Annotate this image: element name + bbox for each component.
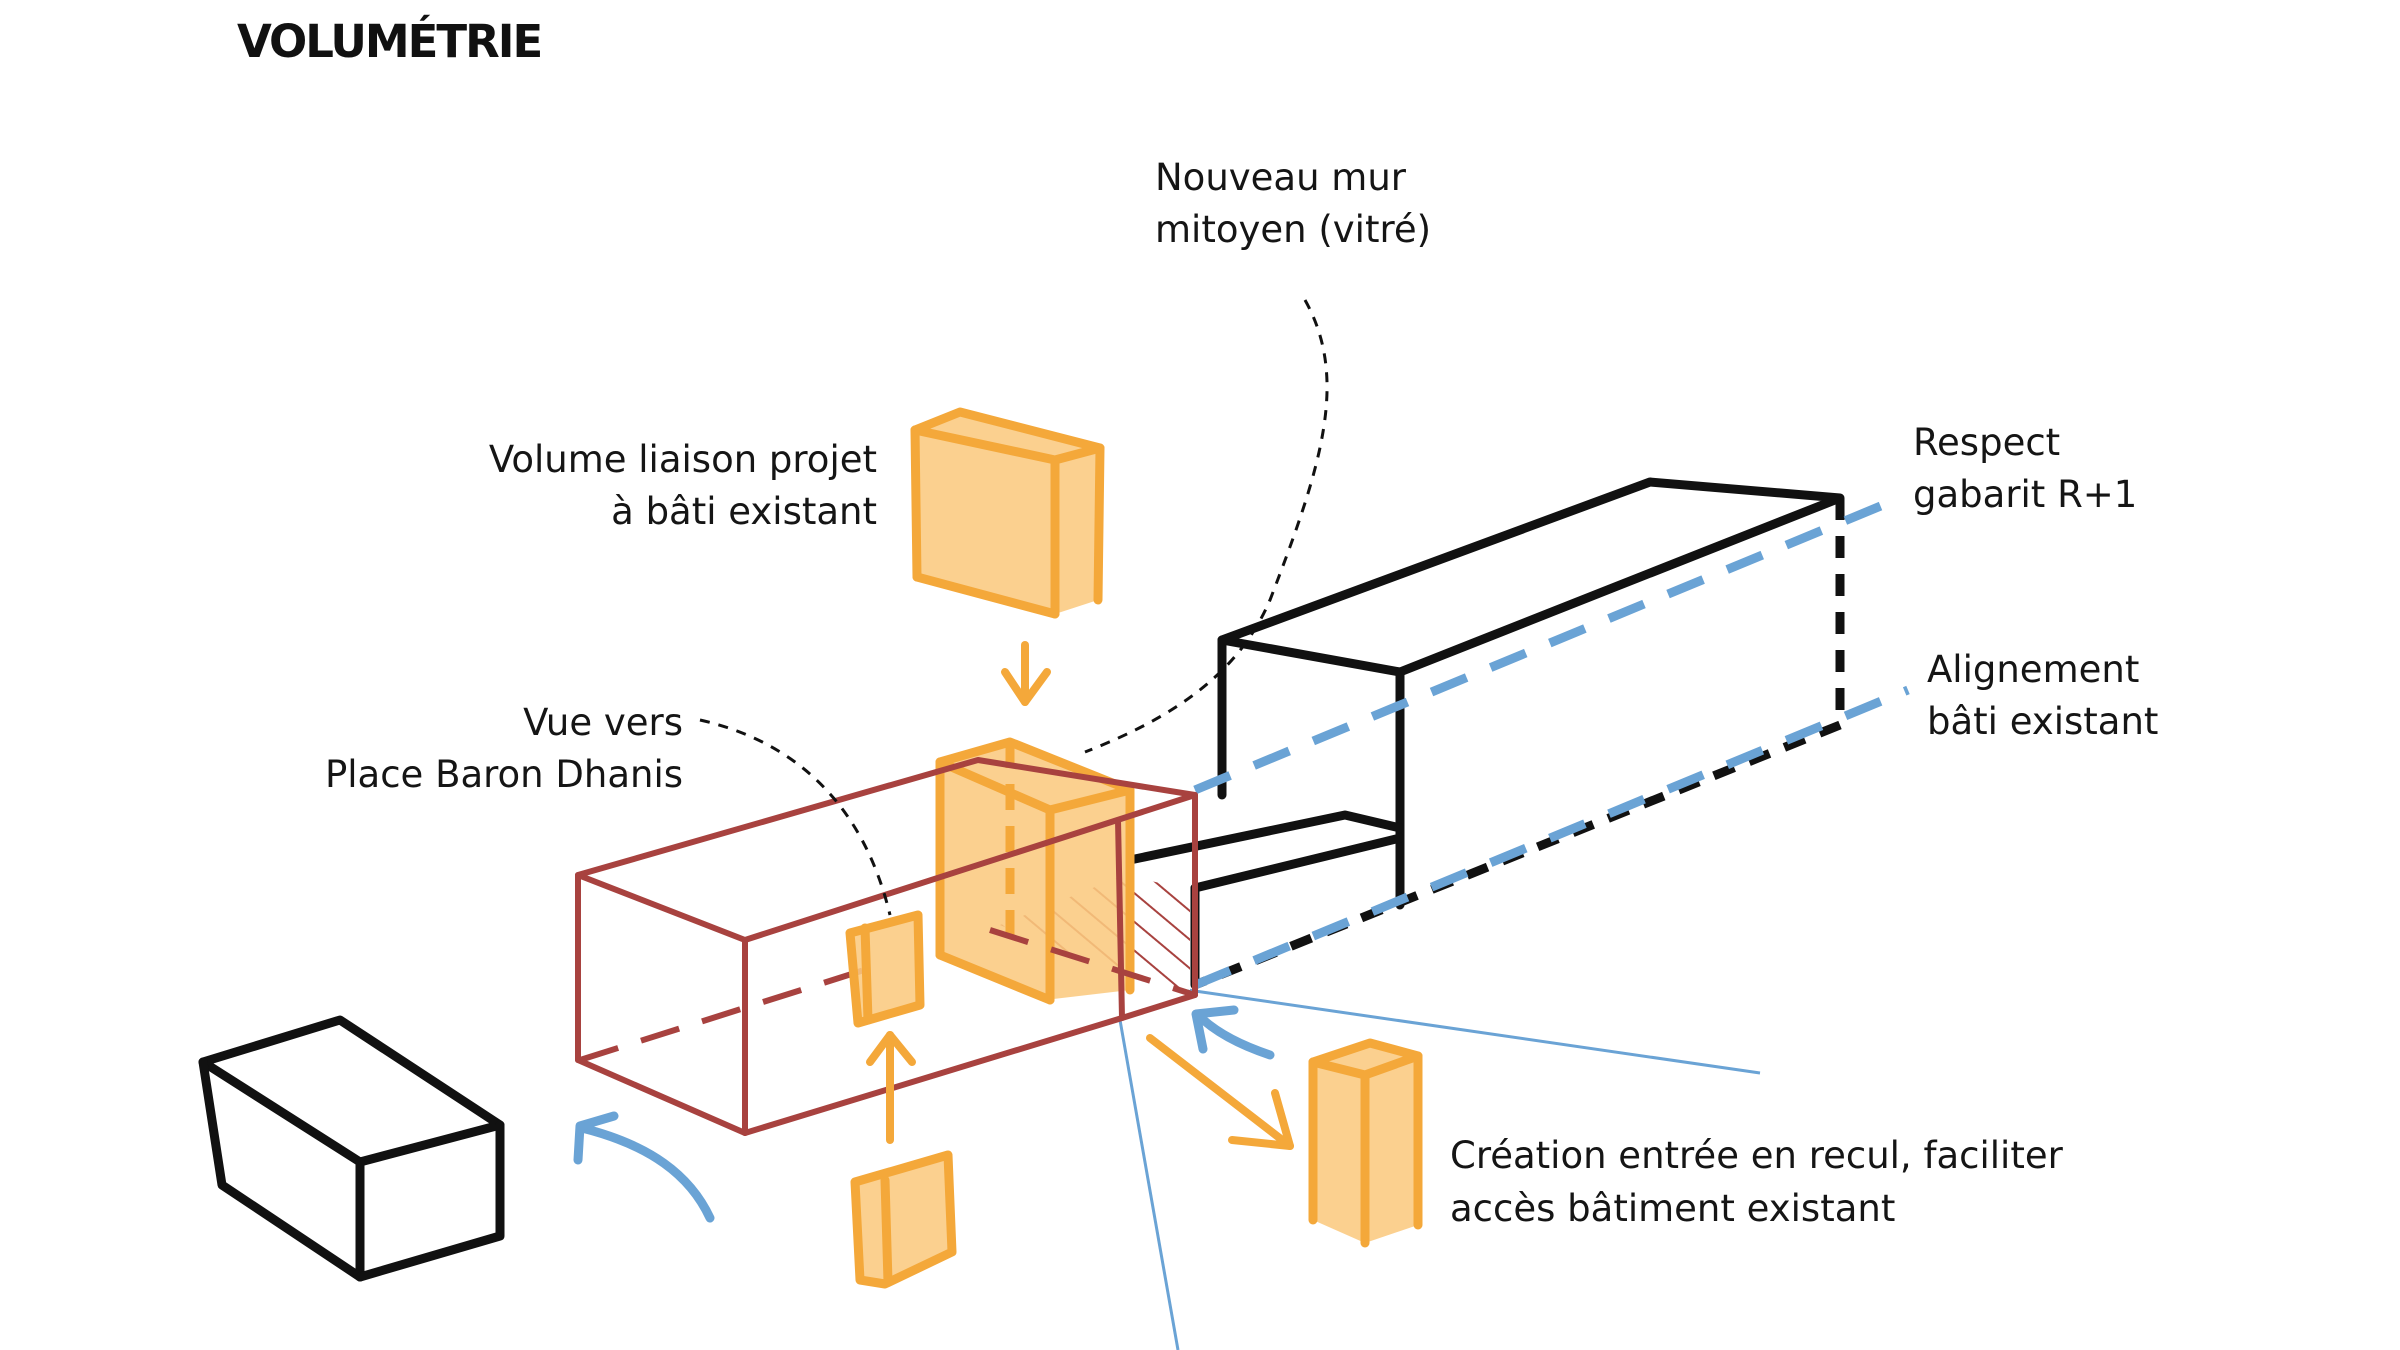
leader-lines — [699, 299, 1329, 916]
annotation-creation-entree: Création entrée en recul, faciliter accè… — [1450, 1134, 2064, 1230]
connection-volume-floating — [910, 407, 1105, 619]
neighbor-building-left — [198, 1015, 505, 1282]
annotation-nouveau-mur: Nouveau mur mitoyen (vitré) — [1155, 156, 1431, 251]
annotation-line: Place Baron Dhanis — [325, 753, 683, 796]
annotation-respect-gabarit: Respect gabarit R+1 — [1913, 421, 2137, 516]
blue-arrows — [573, 1005, 1275, 1223]
annotation-line: Vue vers — [523, 701, 683, 744]
annotation-line: Volume liaison projet — [489, 438, 877, 481]
annotation-volume-liaison: Volume liaison projet à bâti existant — [489, 438, 877, 533]
annotation-line: Nouveau mur — [1155, 156, 1407, 199]
page-title: VOLUMÉTRIE — [237, 15, 541, 68]
connection-volume-center — [935, 737, 1135, 1005]
annotation-alignement: Alignement bâti existant — [1927, 648, 2158, 743]
orange-block-right — [1308, 1038, 1423, 1248]
view-lines — [1118, 988, 1761, 1350]
alignment-lines — [1193, 493, 1910, 990]
annotation-line: mitoyen (vitré) — [1155, 208, 1431, 251]
existing-building — [1125, 477, 1845, 990]
annotation-line: Respect — [1913, 421, 2060, 464]
view-opening-block — [845, 910, 925, 1028]
annotation-line: Alignement — [1927, 648, 2139, 691]
alignment-existing-line — [1193, 685, 1910, 990]
orange-block-bottom — [850, 1150, 957, 1289]
project-volume — [575, 757, 1198, 1136]
annotation-line: gabarit R+1 — [1913, 473, 2137, 516]
annotation-line: bâti existant — [1927, 700, 2158, 743]
annotation-line: à bâti existant — [611, 490, 877, 533]
annotation-line: Création entrée en recul, faciliter — [1450, 1134, 2064, 1177]
annotation-vue-vers: Vue vers Place Baron Dhanis — [325, 701, 683, 796]
orange-arrows — [866, 641, 1294, 1150]
annotation-line: accès bâtiment existant — [1450, 1187, 1895, 1230]
